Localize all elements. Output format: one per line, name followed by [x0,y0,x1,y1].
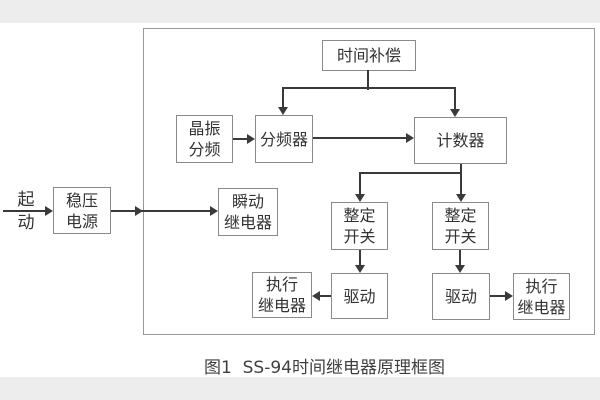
arrowhead-into-divider [247,134,255,144]
setting-switch-box-right: 整定 开关 [432,202,489,250]
line-drive-to-exec-left [318,295,331,297]
exec-relay-box-right: 执行 继电器 [513,273,570,320]
crystal-divider-box: 晶振 分频 [176,115,233,163]
bottom-band [0,377,600,400]
arrowhead-into-switch-left [355,194,365,202]
arrowhead-into-counter [406,133,414,143]
line-start-to-power [3,210,46,212]
arrowhead-into-drive-left [355,265,365,273]
line-branch-to-switch-right [460,172,462,195]
line-drive-to-exec-right [490,295,506,297]
line-divider-to-counter [313,137,407,139]
arrowhead-into-divider-top [278,107,288,115]
line-switch-to-drive-left [359,250,361,266]
line-counter-down [460,164,462,174]
setting-switch-box-left: 整定 开关 [331,202,388,250]
line-branch-to-switch-left [359,172,361,195]
arrowhead-at-frame [135,206,143,216]
top-band [0,0,600,23]
line-power-to-instant-relay [111,210,211,212]
drive-box-right: 驱动 [432,273,490,320]
arrowhead-into-drive-right [455,265,465,273]
arrowhead-into-exec-right [505,291,513,301]
counter-box: 计数器 [414,117,507,164]
line-branch-to-counter [454,87,456,110]
arrowhead-into-power [45,206,53,216]
power-supply-box: 稳压 电源 [53,187,111,234]
drive-box-left: 驱动 [331,273,388,319]
line-switch-to-drive-right [459,250,461,266]
figure-caption: 图1 SS-94时间继电器原理框图 [204,358,445,378]
arrowhead-into-exec-left [312,291,320,301]
line-counter-branch [359,172,462,174]
instant-relay-box: 瞬动 继电器 [218,188,278,236]
exec-relay-box-left: 执行 继电器 [252,272,312,318]
line-branch-to-divider [282,87,284,108]
frequency-divider-box: 分频器 [255,115,313,163]
line-timecomp-branch [282,87,456,89]
diagram-frame [143,28,595,335]
start-signal-label: 起 动 [17,190,35,233]
time-compensation-box: 时间补偿 [322,40,416,71]
line-crystal-to-divider [233,138,248,140]
arrowhead-into-instant-relay [210,206,218,216]
arrowhead-into-counter-top [450,109,460,117]
arrowhead-into-switch-right [456,194,466,202]
line-timecomp-down [367,70,369,90]
